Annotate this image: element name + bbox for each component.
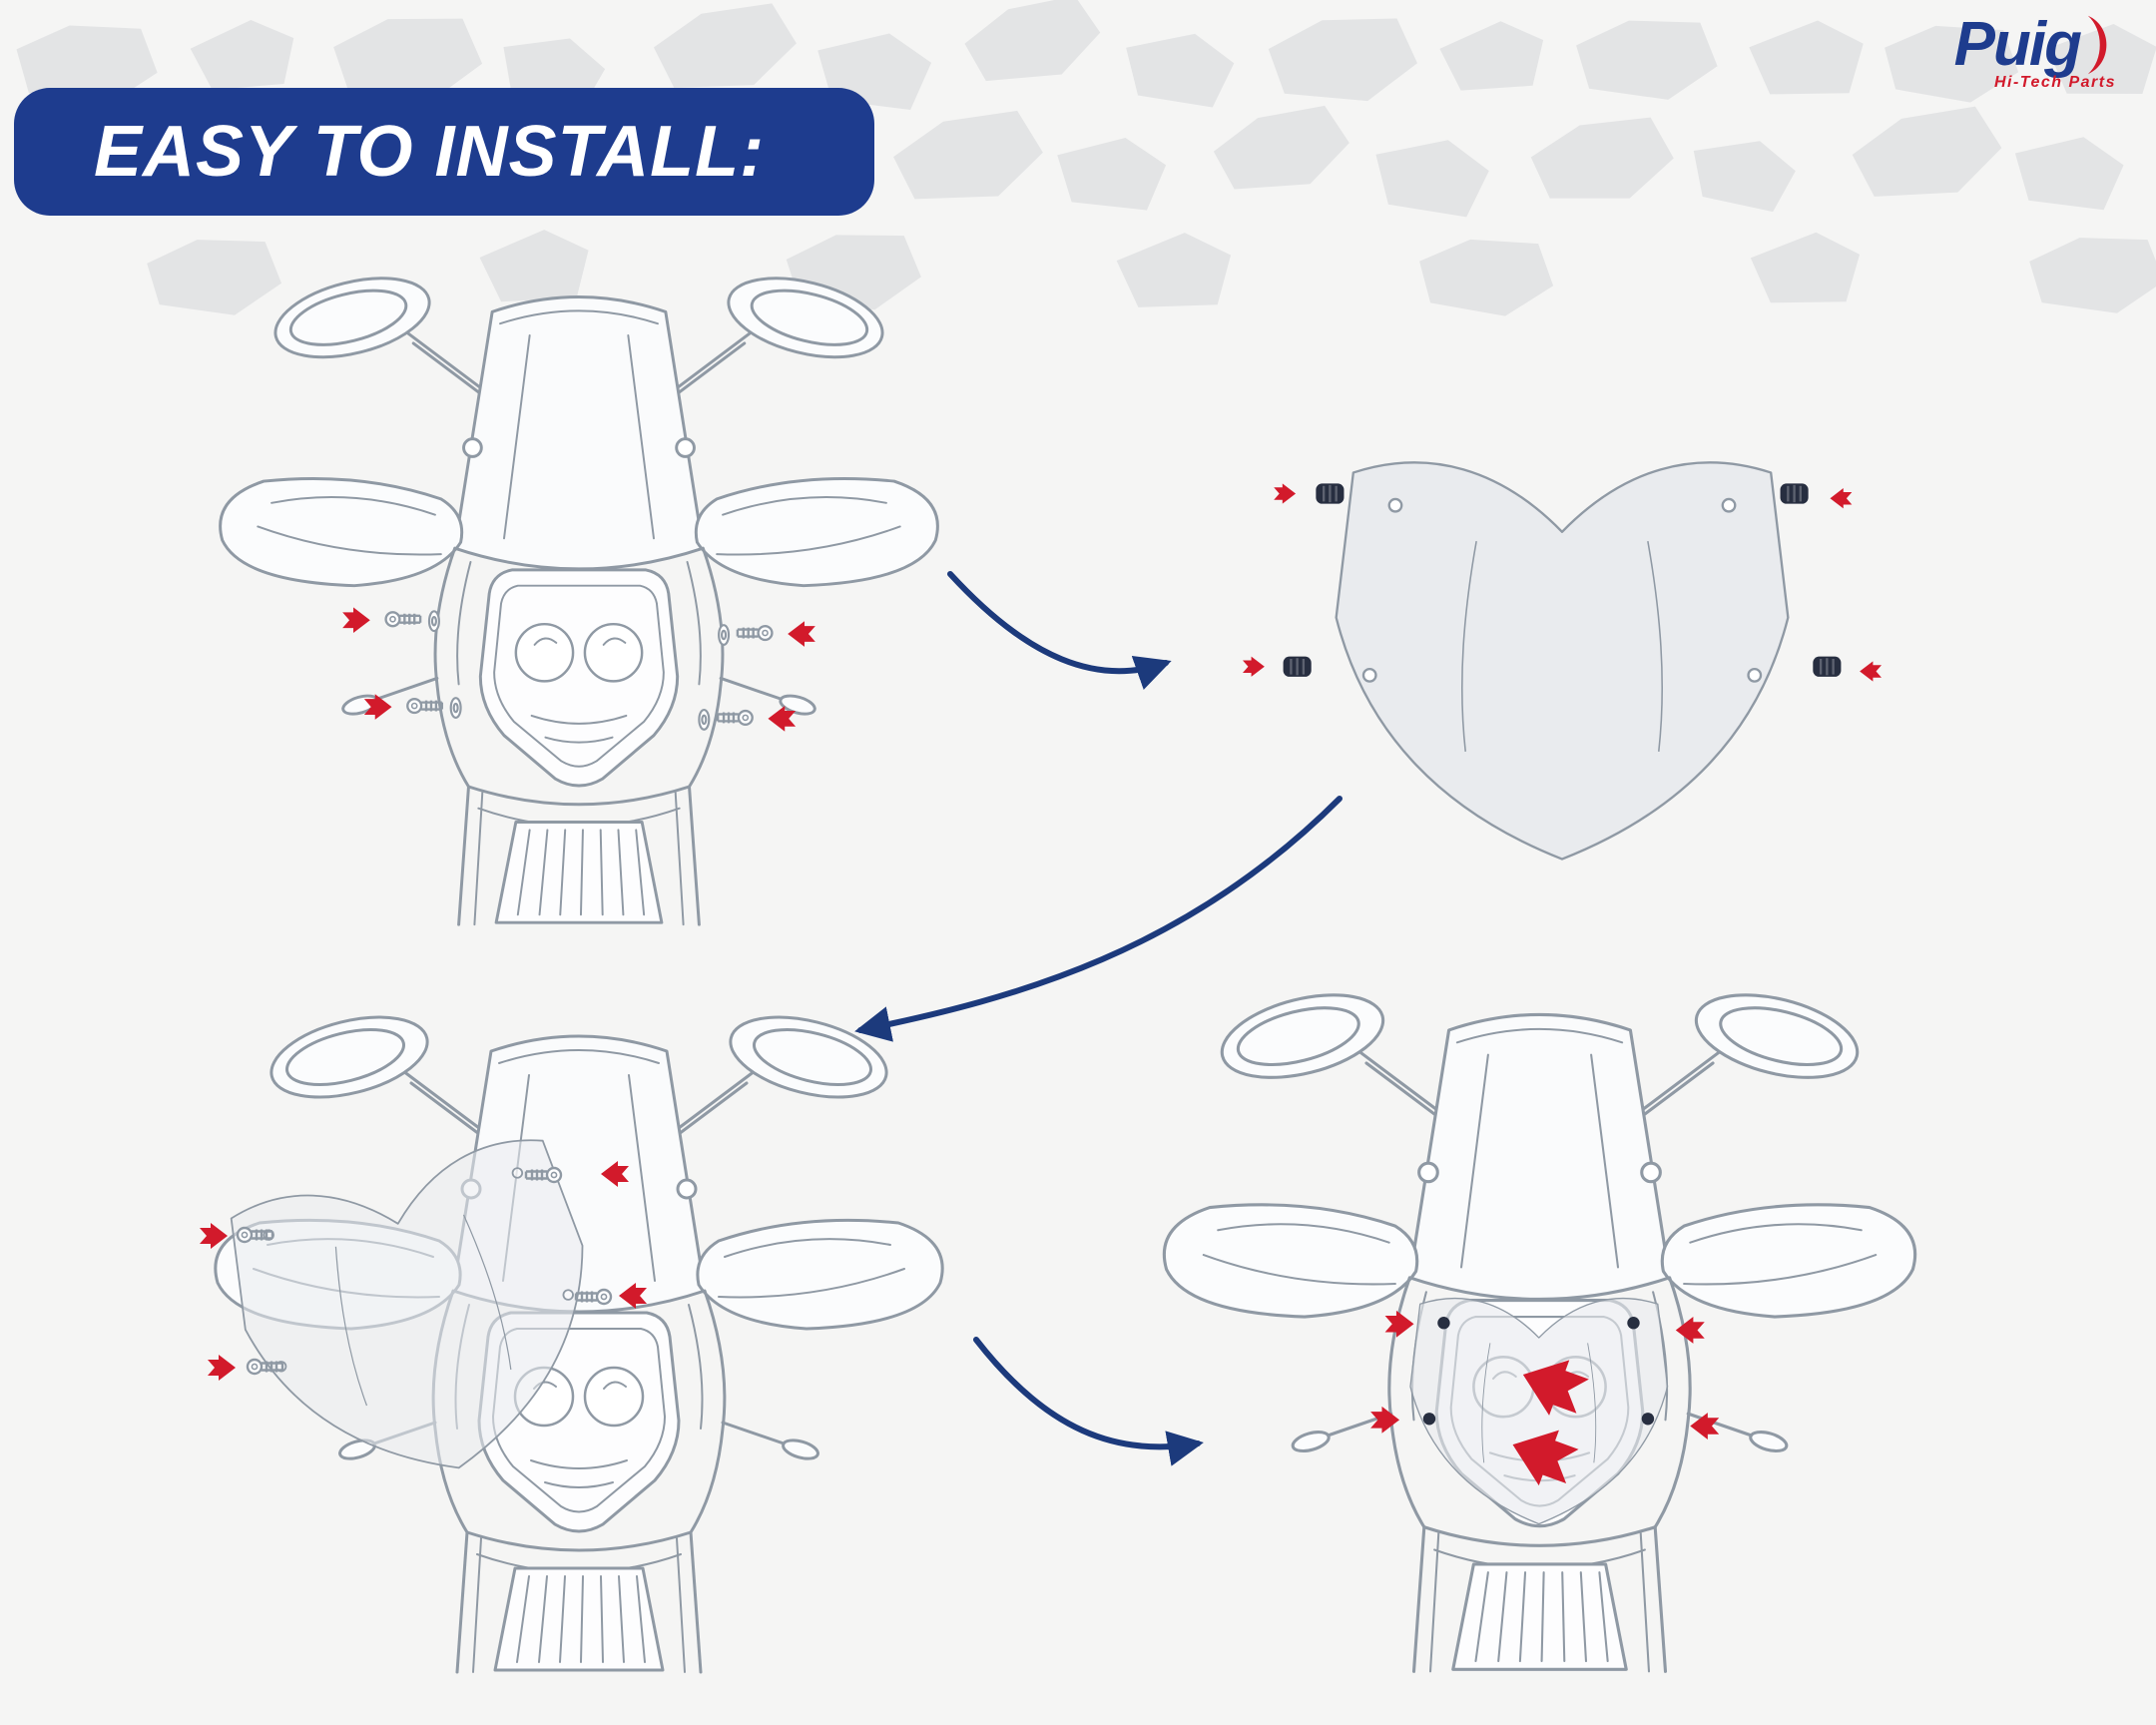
red-direction-arrow-icon: [788, 621, 815, 647]
windscreen-line-art: [1335, 461, 1790, 861]
red-direction-arrow-icon: [342, 607, 370, 634]
screw-icon: [384, 611, 422, 628]
washer-icon: [718, 624, 731, 646]
red-direction-arrow-icon: [1675, 1317, 1705, 1344]
screw-icon: [716, 709, 754, 727]
screw-icon: [406, 697, 444, 715]
puig-logo: Puig Hi-Tech Parts: [1954, 14, 2122, 92]
screw-icon: [736, 624, 774, 642]
step-1-illustration: [205, 255, 953, 944]
rubber-grommet-icon: [1315, 482, 1346, 505]
easy-to-install-banner: EASY TO INSTALL:: [14, 88, 874, 216]
step-4-illustration: [1148, 970, 1931, 1692]
red-direction-arrow-icon: [1274, 483, 1297, 504]
washer-icon: [698, 708, 711, 731]
page-title: EASY TO INSTALL:: [94, 112, 766, 192]
red-direction-arrow-icon: [1860, 661, 1882, 682]
motorcycle-line-art: [221, 265, 938, 924]
brand-tagline: Hi-Tech Parts: [1993, 74, 2116, 91]
rubber-grommet-icon: [1812, 655, 1843, 679]
red-direction-arrow-icon: [1384, 1310, 1414, 1338]
logo-swoosh-icon: [2087, 15, 2107, 75]
red-direction-arrow-icon: [208, 1355, 236, 1381]
brand-name: Puig: [1953, 10, 2082, 79]
mounted-screw-heads: [1422, 1317, 1655, 1426]
rubber-grommet-icon: [1282, 655, 1313, 679]
red-direction-arrow-icon: [1830, 488, 1853, 509]
step-3-illustration: [200, 993, 958, 1692]
washer-icon: [449, 697, 462, 720]
washer-icon: [427, 610, 440, 633]
rubber-grommet-icon: [1779, 482, 1810, 505]
step-2-illustration: [1243, 461, 1882, 861]
motorcycle-line-art: [1164, 980, 1914, 1671]
red-direction-arrow-icon: [1243, 656, 1265, 677]
